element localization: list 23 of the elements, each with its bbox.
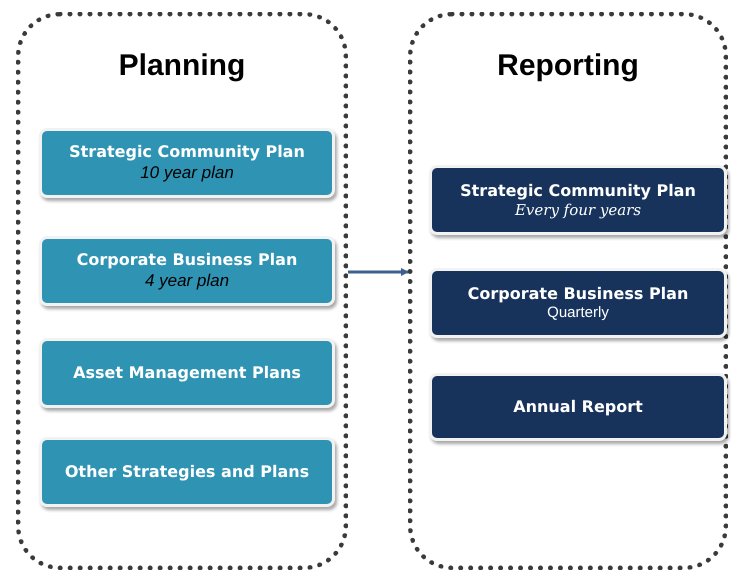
box-subtitle: 4 year plan [144,270,230,292]
box-subtitle: Every four years [514,200,642,220]
plan-box [39,338,335,408]
plan-box [429,165,727,235]
plan-box [39,437,335,507]
box-subtitle: Quarterly [547,304,609,322]
box-title: Corporate Business Plan [468,284,688,304]
plan-box [429,268,727,338]
box-subtitle: 10 year plan [140,162,234,184]
box-title: Corporate Business Plan [76,250,298,270]
plan-box [39,128,335,198]
arrow [348,268,409,276]
box-title: Strategic Community Plan [460,180,696,201]
box-title: Asset Management Plans [73,363,301,383]
dotted-group-frame [16,12,348,570]
dotted-group-frame [408,12,728,570]
group-heading: Planning [118,48,246,84]
box-title: Other Strategies and Plans [64,462,310,482]
box-title: Annual Report [513,397,643,417]
group-heading: Reporting [496,48,640,84]
box-title: Strategic Community Plan [69,142,305,162]
plan-box [429,373,727,441]
plan-box [39,236,335,306]
